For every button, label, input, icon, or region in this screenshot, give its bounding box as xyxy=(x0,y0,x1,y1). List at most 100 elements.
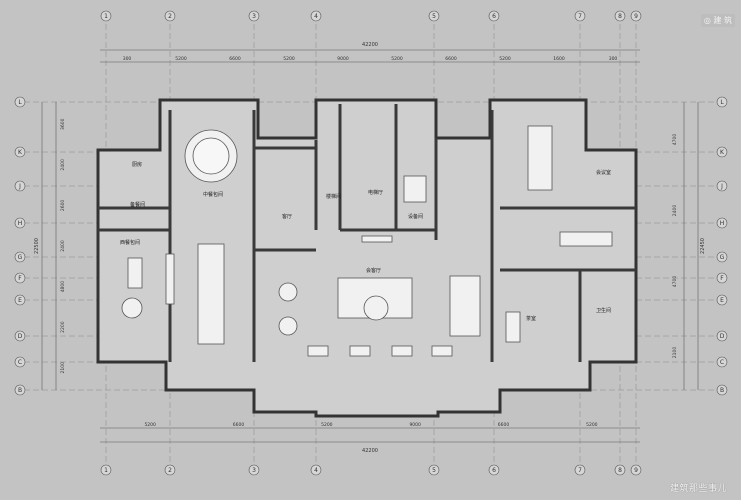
svg-text:9: 9 xyxy=(634,13,638,20)
meeting-table xyxy=(527,125,553,191)
sideboard xyxy=(165,253,175,305)
column-axis-bubble: 2 xyxy=(164,464,176,476)
room-labels: 中餐包间 备餐间 西餐包间 厨房 客厅 电梯厅 会客厅 会议室 茶室 卫生间 设… xyxy=(120,161,611,322)
furniture xyxy=(121,125,613,357)
column-axis-bubble: 3 xyxy=(248,464,260,476)
column-axis-bubble: 2 xyxy=(164,10,176,22)
row-axis-bubble: E xyxy=(14,294,26,306)
dimension-value: 300 xyxy=(609,56,618,62)
lounge-table-b xyxy=(278,316,298,336)
dimension-value: 3600 xyxy=(60,118,66,130)
svg-text:B: B xyxy=(18,387,22,394)
dimension-value: 4700 xyxy=(672,134,678,146)
round-table-inner xyxy=(192,137,230,175)
svg-text:E: E xyxy=(720,297,724,304)
dimension-value: 9000 xyxy=(337,56,349,62)
island xyxy=(127,257,143,289)
row-axis-bubble: B xyxy=(14,384,26,396)
dimension-value: 2400 xyxy=(672,205,678,217)
svg-text:L: L xyxy=(720,99,724,106)
desk xyxy=(505,311,521,343)
svg-text:F: F xyxy=(18,275,22,282)
chair-row-c xyxy=(391,345,413,357)
sofa-right xyxy=(449,275,481,337)
svg-text:D: D xyxy=(18,333,23,340)
svg-text:H: H xyxy=(720,220,725,227)
svg-text:J: J xyxy=(720,183,723,190)
dimension-value: 2600 xyxy=(60,200,66,212)
entry-plinth xyxy=(361,235,393,243)
column-axis-bubble: 8 xyxy=(614,464,626,476)
svg-text:4: 4 xyxy=(314,467,318,474)
label-living-hall: 会客厅 xyxy=(366,267,381,274)
svg-text:2: 2 xyxy=(168,13,172,20)
column-axis-bubble: 9 xyxy=(630,464,642,476)
label-western-dining: 西餐包间 xyxy=(120,239,140,246)
row-axis-bubble: G xyxy=(14,251,26,263)
row-axis-bubble: F xyxy=(716,272,728,284)
row-axis-bubble: E xyxy=(716,294,728,306)
label-meeting-room: 会议室 xyxy=(596,169,611,176)
svg-text:8: 8 xyxy=(618,467,622,474)
row-axis-bubble: K xyxy=(14,146,26,158)
overall-height-right: 22450 xyxy=(700,238,706,254)
svg-text:2: 2 xyxy=(168,467,172,474)
svg-text:9: 9 xyxy=(634,467,638,474)
row-axis-bubble: D xyxy=(716,330,728,342)
label-elevator-hall: 电梯厅 xyxy=(368,189,383,196)
svg-text:B: B xyxy=(720,387,724,394)
coffee-table xyxy=(363,295,389,321)
chair-row-a xyxy=(307,345,329,357)
dimension-value: 9000 xyxy=(409,422,421,428)
overall-height-left: 22500 xyxy=(34,238,40,254)
svg-text:3: 3 xyxy=(252,13,256,20)
dimension-value: 2200 xyxy=(60,321,66,333)
dimension-value: 4800 xyxy=(60,281,66,293)
lounge-table-a xyxy=(278,282,298,302)
chair-row-b xyxy=(349,345,371,357)
dimension-lines xyxy=(41,49,699,443)
svg-text:7: 7 xyxy=(578,467,582,474)
row-axis-bubble: J xyxy=(716,180,728,192)
row-axis-bubble: F xyxy=(14,272,26,284)
column-axis-bubble: 9 xyxy=(630,10,642,22)
row-axis-bubble: K xyxy=(716,146,728,158)
row-axis-bubble: H xyxy=(716,217,728,229)
column-axis-bubble: 3 xyxy=(248,10,260,22)
svg-text:D: D xyxy=(720,333,725,340)
column-axis-bubble: 1 xyxy=(100,10,112,22)
svg-text:L: L xyxy=(18,99,22,106)
svg-text:6: 6 xyxy=(492,467,496,474)
label-hall: 客厅 xyxy=(282,213,292,220)
svg-text:K: K xyxy=(18,149,23,156)
svg-text:G: G xyxy=(18,254,23,261)
svg-text:3: 3 xyxy=(252,467,256,474)
elevator-box xyxy=(403,175,427,203)
floor-slab xyxy=(96,98,638,418)
chair-row-d xyxy=(431,345,453,357)
label-prep-room: 备餐间 xyxy=(130,201,145,208)
row-axis-bubble: J xyxy=(14,180,26,192)
dimension-value: 6600 xyxy=(498,422,510,428)
column-axis-bubble: 6 xyxy=(488,10,500,22)
dimension-value: 5200 xyxy=(175,56,187,62)
column-axis-bubble: 1 xyxy=(100,464,112,476)
dimension-value: 5200 xyxy=(499,56,511,62)
svg-text:4: 4 xyxy=(314,13,318,20)
column-axis-bubble: 5 xyxy=(428,10,440,22)
label-stair-hall: 楼梯间 xyxy=(326,193,341,200)
label-tea-room: 茶室 xyxy=(526,315,536,322)
row-axis-bubble: H xyxy=(14,217,26,229)
dimension-value: 2400 xyxy=(60,240,66,252)
column-axis-bubble: 6 xyxy=(488,464,500,476)
dimension-value: 5200 xyxy=(321,422,333,428)
row-axis-bubble: C xyxy=(716,356,728,368)
row-axis-bubble: L xyxy=(14,96,26,108)
overall-width-top: 42200 xyxy=(362,42,378,48)
label-kitchen: 厨房 xyxy=(132,161,142,168)
dimension-value: 5200 xyxy=(391,56,403,62)
overall-width-bottom: 42200 xyxy=(362,448,378,454)
svg-text:F: F xyxy=(720,275,724,282)
long-dining-table xyxy=(197,243,225,345)
